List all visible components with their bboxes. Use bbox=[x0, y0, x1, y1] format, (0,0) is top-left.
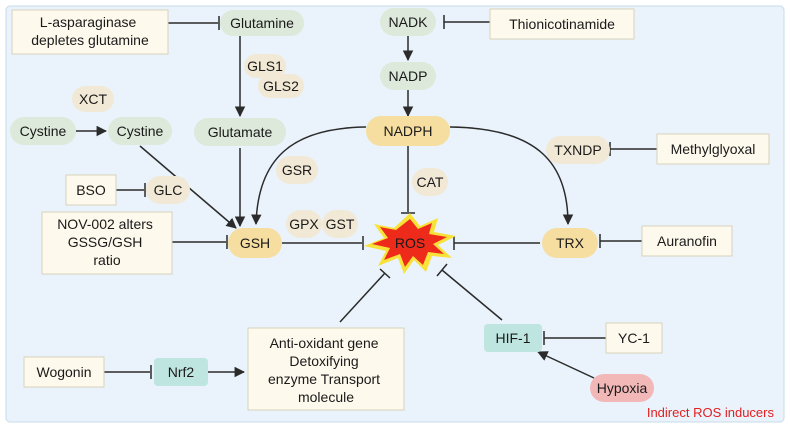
glc-node bbox=[146, 176, 190, 204]
cystine-inside-label: Cystine bbox=[117, 123, 164, 139]
xct-node bbox=[72, 86, 114, 112]
hypoxia-node bbox=[590, 374, 654, 402]
methylglyoxal-box bbox=[656, 133, 770, 165]
nadph-label: NADPH bbox=[383, 123, 432, 139]
connectors bbox=[76, 15, 657, 379]
inhibit-line-hif1-ros bbox=[441, 269, 503, 321]
bso-box bbox=[65, 174, 117, 206]
nov002-line-2: GSSG/GSH bbox=[68, 234, 143, 250]
txndp-label: TXNDP bbox=[554, 142, 601, 158]
glutamate-label: Glutamate bbox=[208, 124, 273, 140]
arrow-nadph-trx bbox=[449, 126, 574, 226]
arrow-nadph-gsh bbox=[251, 126, 367, 226]
inhibit-bar-ros-lower-right bbox=[436, 263, 448, 277]
auranofin-label: Auranofin bbox=[657, 233, 717, 249]
gsr-node bbox=[276, 156, 318, 184]
cystine-outside-label: Cystine bbox=[20, 123, 67, 139]
antioxidant-line-4: molecule bbox=[298, 389, 354, 405]
methylglyoxal-label: Methylglyoxal bbox=[671, 141, 756, 157]
xct-label: XCT bbox=[79, 91, 107, 107]
gsh-label: GSH bbox=[240, 235, 270, 251]
cystine-inside-node bbox=[108, 117, 172, 145]
l-asparaginase-label: L-asparaginase depletes glutamine bbox=[31, 14, 149, 48]
txndp-node bbox=[546, 136, 610, 164]
antioxidant-line-2: Detoxifying bbox=[289, 353, 358, 369]
thionicotinamide-label: Thionicotinamide bbox=[509, 16, 615, 32]
hif1-node bbox=[484, 324, 542, 352]
ros-label: ROS bbox=[395, 235, 425, 251]
nadk-node bbox=[380, 8, 436, 36]
gst-label: GST bbox=[326, 216, 355, 232]
nrf2-label: Nrf2 bbox=[168, 364, 195, 380]
nrf2-node bbox=[154, 358, 208, 386]
nov002-line-3: ratio bbox=[93, 252, 120, 268]
gpx-label: GPX bbox=[289, 216, 319, 232]
antioxidant-line-3: enzyme Transport bbox=[268, 371, 380, 387]
trx-node bbox=[542, 228, 598, 258]
nov002-box bbox=[41, 211, 173, 275]
yc1-label: YC-1 bbox=[618, 330, 650, 346]
background-panel bbox=[5, 5, 785, 423]
gls2-node bbox=[258, 74, 304, 98]
gls2-label: GLS2 bbox=[263, 78, 299, 94]
gst-node bbox=[322, 210, 358, 238]
cystine-outside-node bbox=[10, 117, 76, 145]
thionicotinamide-box bbox=[489, 8, 635, 40]
hif1-label: HIF-1 bbox=[496, 330, 531, 346]
cat-node bbox=[412, 168, 448, 196]
gls1-label: GLS1 bbox=[247, 58, 283, 74]
bso-label: BSO bbox=[76, 182, 106, 198]
l-asparaginase-line-1: L-asparaginase bbox=[40, 14, 137, 30]
nov002-label: NOV-002 alters GSSG/GSH ratio bbox=[57, 216, 157, 268]
antioxidant-line-1: Anti-oxidant gene bbox=[270, 335, 379, 351]
ros-starburst bbox=[372, 219, 447, 267]
inhibit-bar-ros-lower-left bbox=[379, 268, 391, 279]
wogonin-label: Wogonin bbox=[36, 364, 91, 380]
nadp-node bbox=[380, 62, 436, 90]
antioxidant-box bbox=[247, 327, 405, 411]
nov002-line-1: NOV-002 alters bbox=[57, 216, 153, 232]
cat-label: CAT bbox=[417, 174, 444, 190]
glutamine-node bbox=[220, 10, 304, 36]
nadph-node bbox=[366, 116, 450, 146]
wogonin-box bbox=[23, 356, 105, 388]
yc1-box bbox=[605, 322, 663, 354]
trx-label: TRX bbox=[556, 235, 585, 251]
nadp-label: NADP bbox=[389, 68, 428, 84]
hypoxia-label: Hypoxia bbox=[597, 380, 648, 396]
gls1-node bbox=[244, 54, 286, 78]
nadk-label: NADK bbox=[389, 14, 429, 30]
auranofin-box bbox=[641, 225, 733, 257]
glc-label: GLC bbox=[154, 182, 183, 198]
glutamate-node bbox=[194, 118, 286, 146]
inhibit-line-antioxidant-ros bbox=[339, 272, 386, 323]
gsr-label: GSR bbox=[282, 162, 312, 178]
arrow-hypoxia-hif1 bbox=[537, 351, 595, 379]
antioxidant-label: Anti-oxidant gene Detoxifying enzyme Tra… bbox=[268, 335, 384, 405]
l-asparaginase-line-2: depletes glutamine bbox=[31, 32, 149, 48]
glutamine-label: Glutamine bbox=[230, 15, 294, 31]
gpx-node bbox=[286, 210, 322, 238]
l-asparaginase-box bbox=[11, 9, 169, 55]
gsh-node bbox=[228, 228, 282, 258]
indirect-ros-inducers-label: Indirect ROS inducers bbox=[647, 405, 775, 420]
